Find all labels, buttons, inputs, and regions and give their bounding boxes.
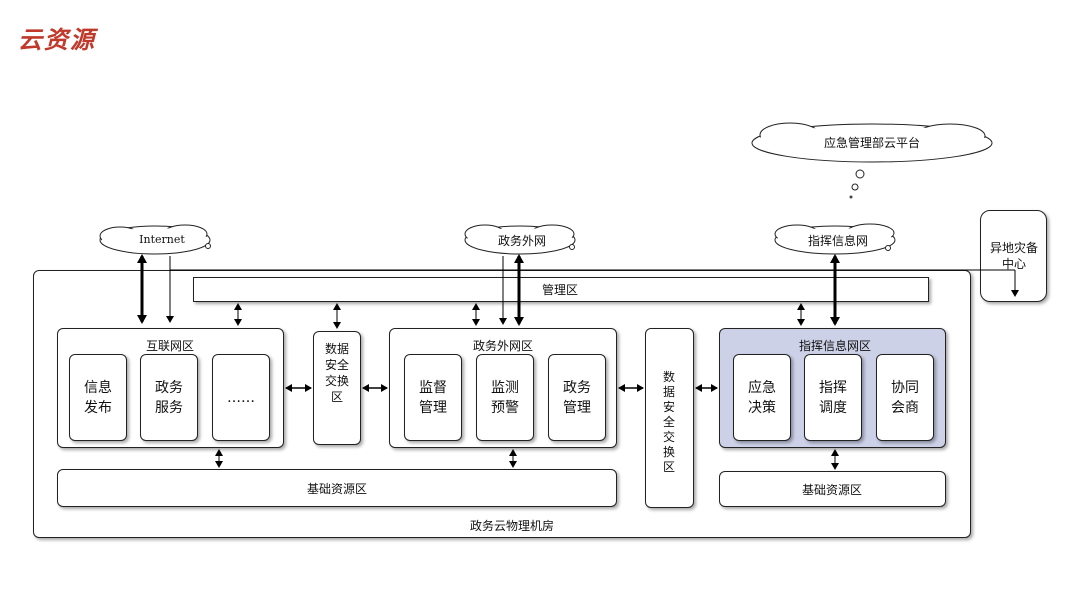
service-card[interactable]: 协同会商 bbox=[876, 354, 934, 441]
service-card-label: …… bbox=[227, 389, 255, 406]
service-card[interactable]: …… bbox=[212, 354, 270, 441]
data-exchange-zone-right bbox=[645, 328, 694, 508]
base-resource-right-label: 基础资源区 bbox=[801, 483, 862, 497]
remote-backup-box bbox=[980, 210, 1047, 302]
data-exchange-left-label: 数据安全交换区 bbox=[324, 342, 349, 404]
service-card[interactable]: 指挥调度 bbox=[804, 354, 862, 441]
datacenter-label: 政务云物理机房 bbox=[469, 519, 554, 533]
logo-text: 云资源 bbox=[18, 25, 96, 54]
service-card[interactable]: 监测预警 bbox=[476, 354, 534, 441]
cloud-internet-label: Internet bbox=[139, 233, 185, 246]
service-card[interactable]: 政务服务 bbox=[140, 354, 198, 441]
base-resource-zone-left bbox=[57, 469, 617, 507]
service-card[interactable]: 信息发布 bbox=[69, 354, 127, 441]
internet-zone-title: 互联网区 bbox=[145, 339, 194, 353]
remote-backup-label: 异地灾备中心 bbox=[990, 241, 1039, 271]
cloud-gov-external-label: 政务外网 bbox=[497, 234, 546, 248]
gov-external-zone-title: 政务外网区 bbox=[472, 339, 533, 353]
service-card[interactable]: 政务管理 bbox=[548, 354, 606, 441]
service-card-label: 政务服务 bbox=[155, 379, 183, 416]
base-resource-zone-right bbox=[719, 471, 946, 507]
service-card[interactable]: 应急决策 bbox=[733, 354, 791, 441]
management-zone bbox=[193, 277, 929, 302]
service-card-label: 应急决策 bbox=[748, 379, 776, 416]
service-card-label: 协同会商 bbox=[891, 379, 919, 416]
cloud-command-net-label: 指挥信息网 bbox=[807, 234, 868, 248]
base-resource-left-label: 基础资源区 bbox=[306, 482, 367, 496]
service-card-label: 政务管理 bbox=[563, 379, 591, 416]
service-card-label: 信息发布 bbox=[84, 379, 112, 416]
data-exchange-zone-left bbox=[313, 331, 361, 445]
management-zone-label: 管理区 bbox=[541, 283, 578, 297]
service-card-label: 监测预警 bbox=[491, 379, 519, 416]
service-card-label: 指挥调度 bbox=[819, 379, 847, 416]
service-card[interactable]: 监督管理 bbox=[404, 354, 462, 441]
data-exchange-right-label: 数据安全交换区 bbox=[662, 370, 675, 474]
command-info-zone-title: 指挥信息网区 bbox=[798, 339, 871, 353]
cloud-emergency-platform-label: 应急管理部云平台 bbox=[823, 136, 920, 150]
service-card-label: 监督管理 bbox=[419, 379, 447, 416]
